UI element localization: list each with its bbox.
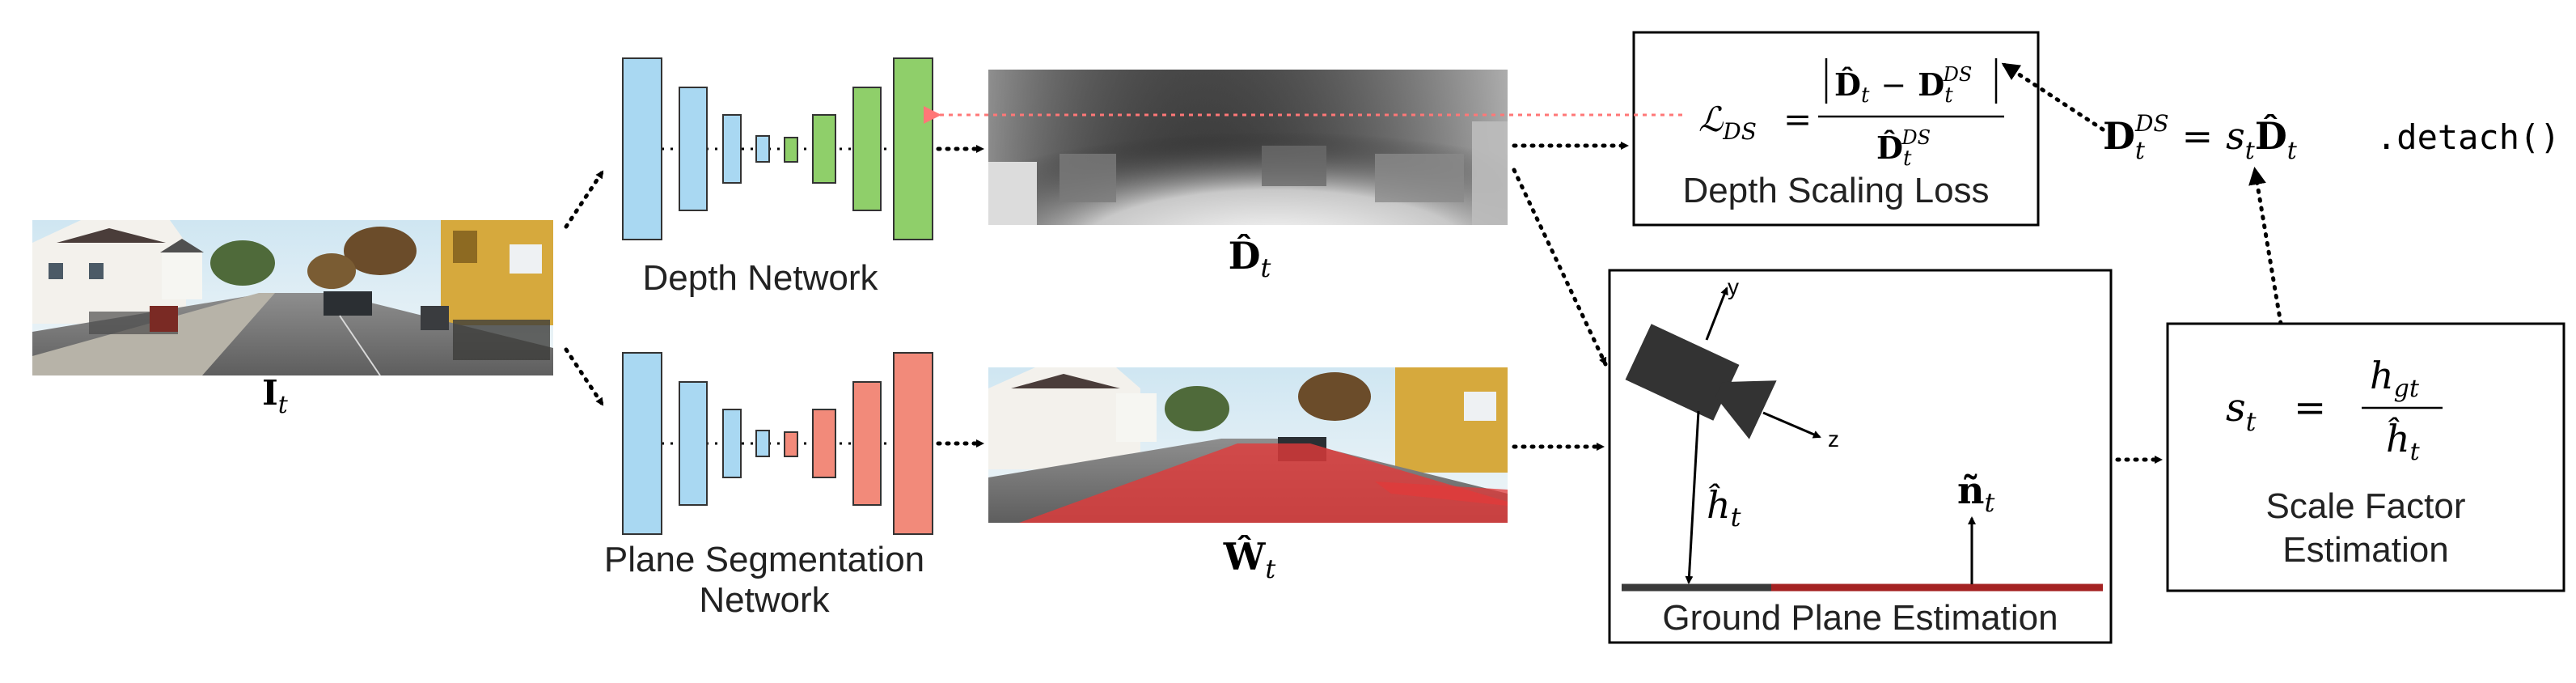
scaled-depth-equation: DtDS=stD̂t .detach() — [2103, 110, 2561, 165]
camera-icon — [1625, 324, 1777, 439]
svg-text:st: st — [2226, 385, 2257, 437]
camera-height-arrow — [1685, 410, 1700, 584]
depth-encoder-layer-3 — [722, 114, 742, 184]
depth-encoder-layer-1 — [622, 57, 662, 240]
scaled-depth-to-loss-arrow — [2001, 62, 2105, 132]
ground-plane-title: Ground Plane Estimation — [1662, 598, 2058, 638]
plane-network-label-line2: Network — [699, 580, 830, 620]
input-image — [32, 220, 553, 376]
depth-map-image — [988, 70, 1508, 225]
svg-text:ĥt: ĥt — [2386, 416, 2421, 466]
svg-text:DtDS=stD̂t: DtDS=stD̂t — [2103, 110, 2298, 165]
plane-encoder-layer-1 — [622, 352, 662, 535]
svg-text:D̂tDS: D̂tDS — [1876, 126, 1931, 171]
plane-network-label: Plane Segmentation — [604, 540, 924, 579]
camera-y-axis-label: y — [1728, 274, 1739, 299]
svg-text:.detach(): .detach() — [2376, 117, 2561, 157]
depth-decoder-layer-3 — [852, 87, 882, 211]
scale-factor-title-line1: Scale Factor — [2266, 486, 2466, 526]
input-label: It — [262, 373, 289, 419]
plane-mask-label: Ŵt — [1223, 534, 1276, 584]
svg-text:=: = — [1783, 100, 1812, 139]
plane-decoder-layer-1 — [784, 431, 798, 457]
depth-encoder-layer-4 — [755, 135, 770, 163]
depth-scaling-loss-box — [1632, 31, 2040, 227]
depth-map-to-ground-arrow — [1512, 168, 1608, 367]
ground-normal-label: ñt — [1957, 469, 1994, 518]
depth-map-label: D̂t — [1229, 234, 1271, 283]
scale-factor-title-line2: Estimation — [2282, 530, 2448, 570]
plane-segmentation-network — [622, 352, 933, 535]
scale-factor-formula: st = hgt ĥt — [2226, 354, 2443, 466]
svg-text:ℒDS: ℒDS — [1698, 100, 1757, 145]
depth-decoder-layer-4 — [893, 57, 933, 240]
input-to-plane-arrow — [564, 347, 605, 407]
camera-height-label: ĥt — [1707, 482, 1741, 532]
plane-mask-image — [988, 367, 1508, 523]
plane-decoder-layer-2 — [812, 409, 836, 478]
plane-encoder-layer-2 — [679, 381, 708, 506]
depth-network-label: Depth Network — [642, 258, 878, 298]
scale-factor-box — [2166, 322, 2565, 592]
depth-scaling-loss-formula: ℒDS = D̂t−DtDS D̂tDS — [1698, 58, 2004, 171]
plane-decoder-layer-3 — [852, 381, 882, 506]
depth-network — [622, 57, 933, 240]
camera-z-axis-label: z — [1828, 426, 1839, 452]
camera-y-axis — [1705, 286, 1728, 341]
svg-text:D̂t−DtDS: D̂t−DtDS — [1834, 63, 1972, 108]
svg-text:=: = — [2294, 385, 2326, 431]
camera-z-axis — [1762, 411, 1821, 439]
plane-decoder-layer-4 — [893, 352, 933, 535]
svg-text:hgt: hgt — [2370, 354, 2420, 403]
depth-encoder-layer-2 — [679, 87, 708, 211]
depth-decoder-layer-1 — [784, 137, 798, 163]
depth-decoder-layer-2 — [812, 114, 836, 184]
scale-to-equation-arrow — [2248, 167, 2283, 326]
input-to-depth-arrow — [564, 169, 605, 229]
plane-encoder-layer-3 — [722, 409, 742, 478]
depth-scaling-loss-title: Depth Scaling Loss — [1682, 171, 1989, 210]
plane-encoder-layer-4 — [755, 430, 770, 457]
